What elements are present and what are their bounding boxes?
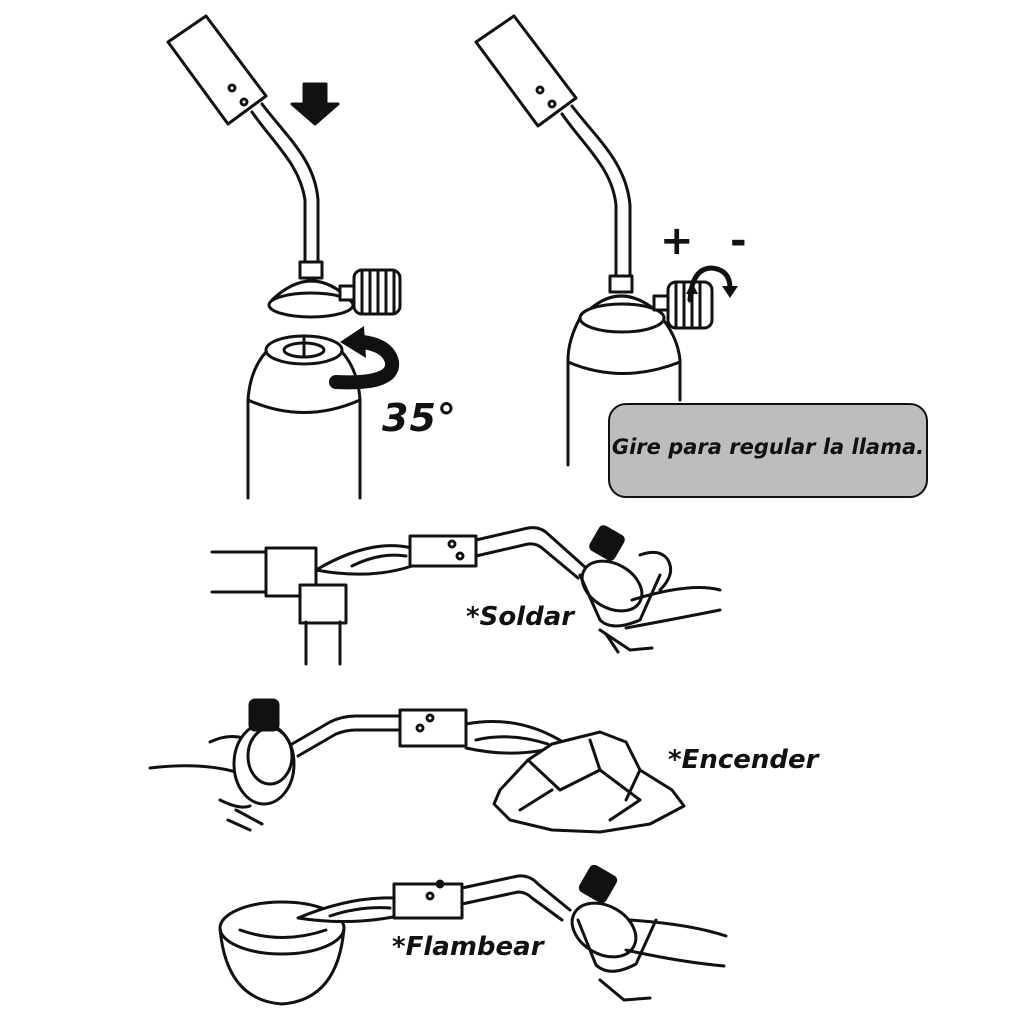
decrease-label: - [730, 218, 747, 264]
use-label-encender: *Encender [668, 745, 819, 775]
rotation-angle-label: 35° [382, 396, 457, 440]
soldar-illustration [210, 525, 722, 666]
bowl [218, 926, 346, 1006]
use-label-flambear: *Flambear [392, 932, 544, 962]
rotate-arrow-icon [329, 335, 400, 390]
callout-text: Gire para regular la llama. [611, 435, 925, 459]
hand-with-canister-1 [578, 525, 722, 654]
encender-illustration [148, 698, 686, 834]
flame-regulation-callout: Gire para regular la llama. [608, 403, 928, 498]
increase-label: + [660, 218, 694, 264]
torch-nozzle [166, 14, 268, 126]
crumpled-paper [492, 730, 686, 834]
torch-pipe [250, 110, 307, 270]
hand-with-canister-3 [570, 864, 728, 1002]
flambear-illustration [218, 864, 728, 1006]
torch-head-assembly [166, 14, 402, 319]
use-label-soldar: *Soldar [466, 602, 575, 632]
down-arrow-icon [290, 82, 340, 126]
torch-regulating-assembly [474, 14, 738, 467]
gas-canister-1 [246, 334, 362, 500]
hand-with-canister-2 [148, 698, 296, 832]
